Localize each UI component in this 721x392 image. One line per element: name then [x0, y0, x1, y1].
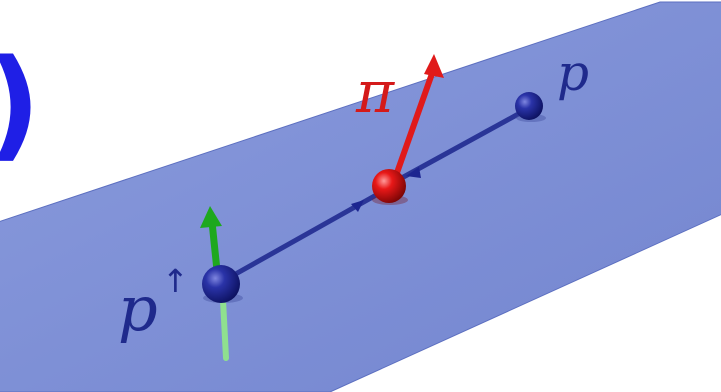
pion-label: π [355, 58, 395, 126]
polarized-proton-sphere [202, 265, 240, 303]
polarized-proton-label: p [118, 272, 158, 345]
pion-sphere [372, 169, 406, 203]
proton-label: p [557, 44, 589, 102]
spin-vector-lower [223, 300, 226, 358]
proton-sphere [515, 92, 543, 120]
cropped-edge-glyph: ) [0, 35, 41, 174]
spin-up-glyph: ↑ [162, 262, 189, 300]
pion-arrow-head [424, 54, 444, 78]
